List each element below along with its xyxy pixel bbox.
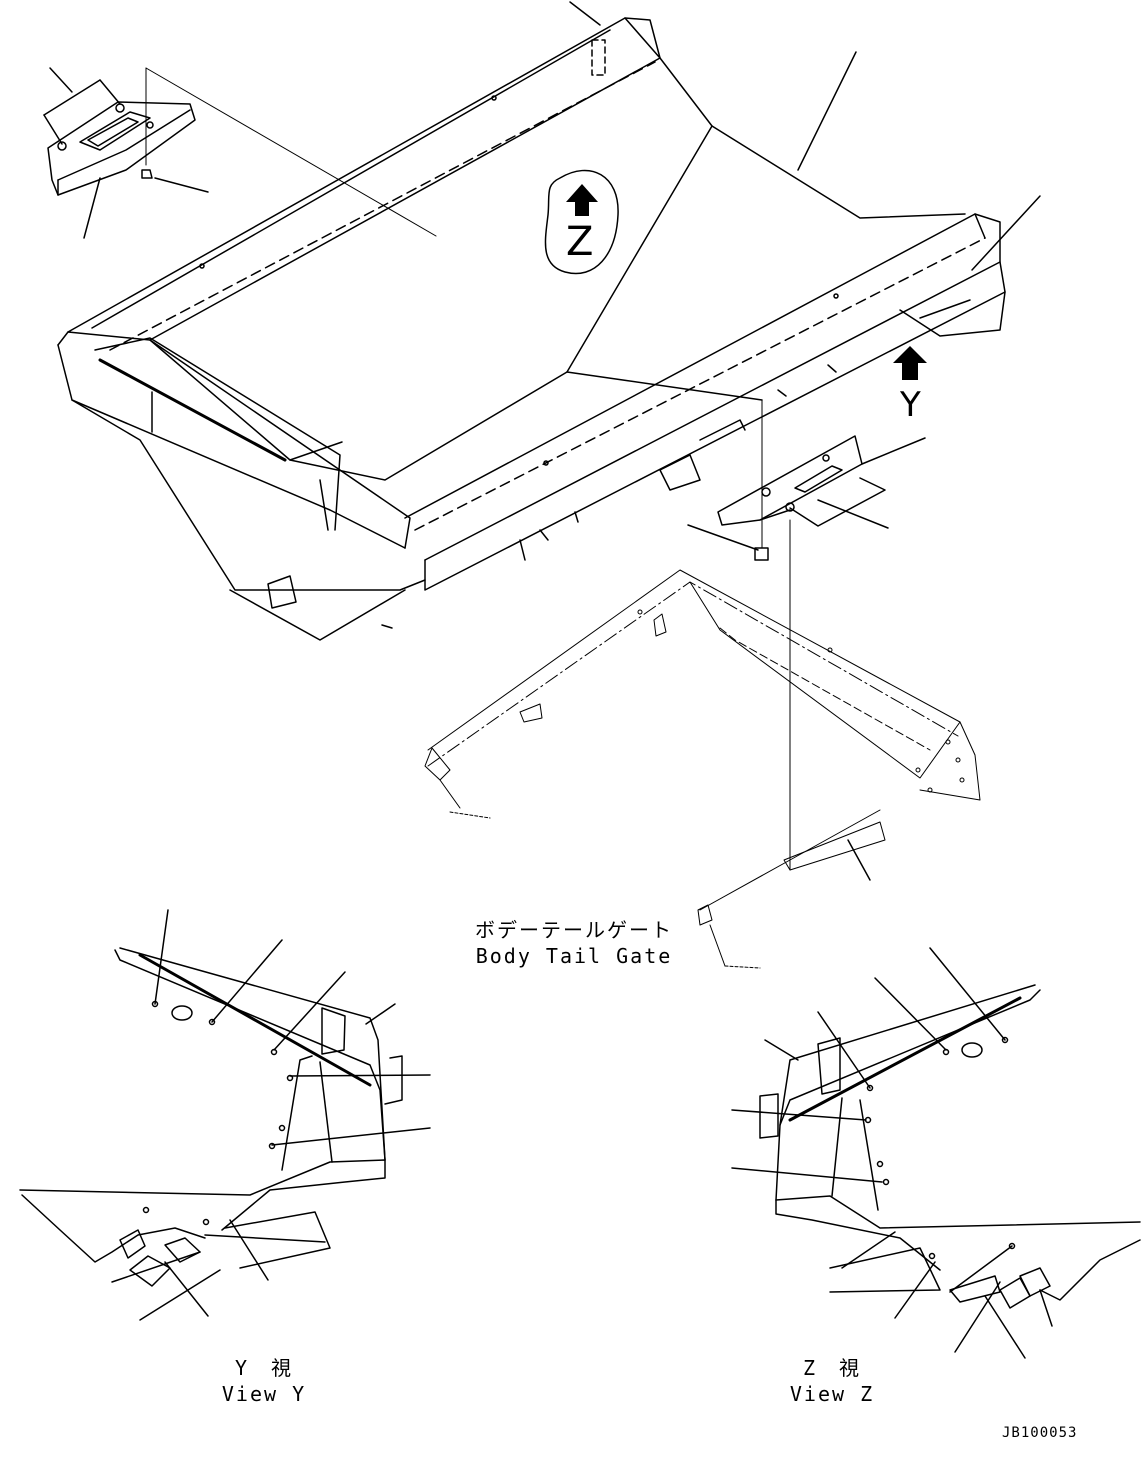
view-z-marker: Z xyxy=(566,219,594,265)
view-y-arrow-icon xyxy=(893,346,927,380)
tail-gate xyxy=(424,569,981,969)
tail-gate-label-jp: ボデーテールゲート xyxy=(475,918,673,942)
bracket-detail-right xyxy=(687,399,926,871)
view-z-detail xyxy=(731,947,1141,1359)
bracket-detail-left xyxy=(43,67,437,239)
dump-body xyxy=(57,1,1041,641)
view-y-label-jp: Y 視 xyxy=(234,1356,294,1380)
tail-gate-label-en: Body Tail Gate xyxy=(475,944,673,968)
view-z-label-en: View Z xyxy=(789,1382,875,1406)
drawing-code: JB100053 xyxy=(1002,1425,1078,1441)
view-z-arrow-icon xyxy=(566,184,598,216)
view-z-callout-outline xyxy=(544,169,619,275)
view-z-label-jp: Z 視 xyxy=(802,1356,862,1380)
view-y-detail xyxy=(19,909,431,1321)
view-y-marker: Y xyxy=(900,385,921,425)
view-y-label-en: View Y xyxy=(221,1382,307,1406)
